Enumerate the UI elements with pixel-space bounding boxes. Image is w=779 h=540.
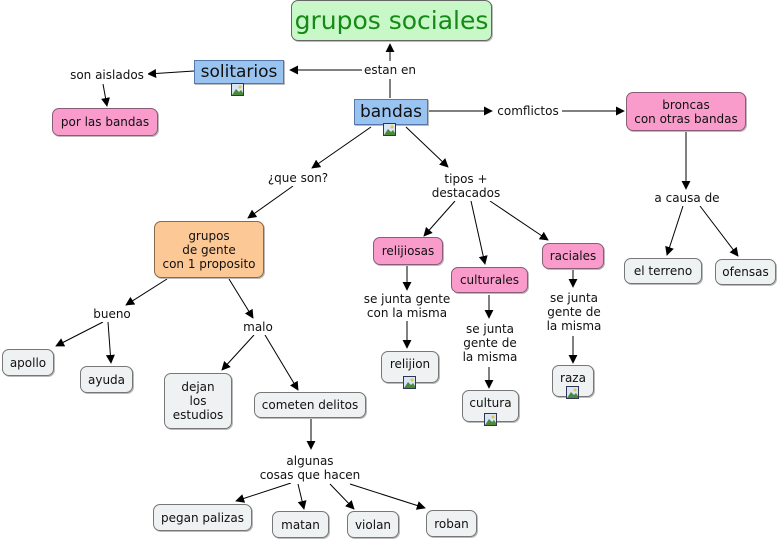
image-attachment-icon[interactable] xyxy=(383,123,396,136)
concept-cultura[interactable]: cultura xyxy=(462,390,519,422)
concept-violan[interactable]: violan xyxy=(347,511,399,538)
concept-roban[interactable]: roban xyxy=(426,510,477,537)
concept-matan[interactable]: matan xyxy=(272,511,329,538)
concept-relijiosas[interactable]: relijiosas xyxy=(373,237,443,265)
link-a-causa-de: a causa de xyxy=(650,190,724,206)
image-attachment-icon[interactable] xyxy=(484,413,497,426)
concept-grupos-sociales[interactable]: grupos sociales xyxy=(291,0,492,41)
concept-dejan-los-estudios[interactable]: dejan los estudios xyxy=(164,373,232,429)
link-malo: malo xyxy=(240,319,276,335)
link-bueno: bueno xyxy=(89,306,135,322)
link-tipos-destacados: tipos + destacados xyxy=(428,170,504,201)
concept-cometen-delitos[interactable]: cometen delitos xyxy=(254,392,366,418)
link-se-junta-gente-raza: se junta gente de la misma xyxy=(542,289,606,335)
concept-solitarios[interactable]: solitarios xyxy=(194,60,284,84)
link-se-junta-gente-cultura: se junta gente de la misma xyxy=(458,320,522,366)
link-son-aislados: son aislados xyxy=(66,67,148,83)
concept-pegan-palizas[interactable]: pegan palizas xyxy=(153,504,252,531)
concept-ofensas[interactable]: ofensas xyxy=(715,259,776,285)
concept-el-terreno[interactable]: el terreno xyxy=(624,258,702,284)
image-attachment-icon[interactable] xyxy=(566,386,579,399)
concept-ayuda[interactable]: ayuda xyxy=(80,366,133,393)
concept-broncas[interactable]: broncas con otras bandas xyxy=(626,92,746,131)
concept-grupos-de-gente[interactable]: grupos de gente con 1 proposito xyxy=(154,221,264,278)
concept-por-las-bandas[interactable]: por las bandas xyxy=(52,108,158,136)
concept-bandas[interactable]: bandas xyxy=(354,99,428,125)
concept-culturales[interactable]: culturales xyxy=(451,267,528,293)
image-attachment-icon[interactable] xyxy=(403,376,416,389)
link-que-son: ¿que son? xyxy=(262,170,334,186)
link-algunas-cosas-que-hacen: algunas cosas que hacen xyxy=(255,452,365,483)
concept-apollo[interactable]: apollo xyxy=(2,349,54,376)
concept-raciales[interactable]: raciales xyxy=(542,243,604,269)
link-se-junta-gente-relijion: se junta gente con la misma xyxy=(360,291,454,321)
link-comflictos: comflictos xyxy=(494,103,562,119)
image-attachment-icon[interactable] xyxy=(231,83,244,96)
link-estan-en: estan en xyxy=(362,62,418,78)
